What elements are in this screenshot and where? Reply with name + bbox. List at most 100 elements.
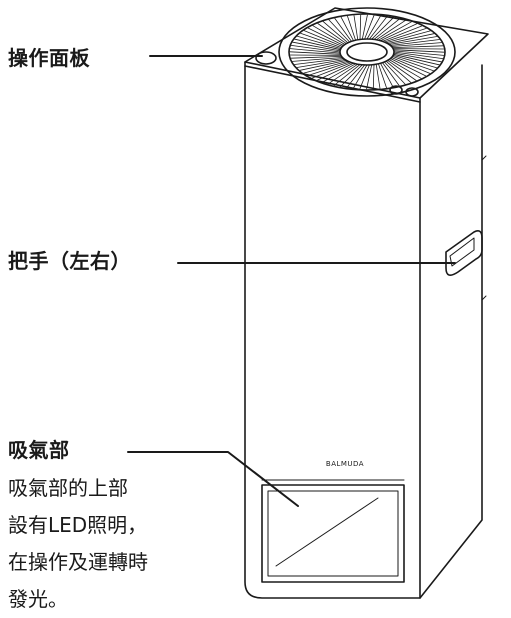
- fan-blade: [317, 23, 347, 44]
- fan-blade: [387, 60, 417, 81]
- fan-blade: [289, 51, 341, 55]
- fan-blade: [392, 55, 438, 69]
- fan-blade: [383, 61, 406, 85]
- fan-blade: [385, 30, 431, 44]
- fan-blade: [303, 60, 349, 74]
- fan-blade: [389, 58, 427, 77]
- fan-blade: [347, 15, 357, 41]
- control-button-right-2: [405, 87, 419, 97]
- fan-blade: [366, 64, 373, 90]
- intake-window-inner: [267, 490, 399, 577]
- purifier-top-front-edge: [244, 65, 421, 103]
- fan-blade: [316, 62, 354, 81]
- fan-blade: [294, 38, 341, 51]
- control-button-left: [255, 51, 277, 65]
- fan-blade: [375, 63, 381, 89]
- fan-blade: [391, 45, 444, 48]
- fan-blade: [385, 60, 412, 83]
- fan-blade: [393, 52, 442, 63]
- fan-blade: [340, 16, 354, 42]
- fan-blade: [368, 15, 388, 40]
- fan-blade: [375, 19, 407, 41]
- fan-blade: [393, 53, 440, 66]
- intake-description-line: 吸氣部的上部: [8, 476, 128, 500]
- fan-blade: [327, 63, 359, 85]
- fan-blade: [328, 19, 351, 43]
- fan-blade: [380, 62, 394, 88]
- fan-blade: [322, 21, 349, 44]
- fan-blade: [299, 60, 347, 71]
- fan-blade: [391, 57, 431, 74]
- fan-blade: [382, 62, 400, 86]
- fan-blade: [391, 42, 442, 47]
- fan-blade: [353, 15, 359, 41]
- fan-hub-inner: [346, 42, 388, 62]
- fan-blade: [393, 49, 445, 53]
- fan-blade: [322, 63, 357, 83]
- control-button-right-1: [389, 85, 403, 95]
- fan-blade: [359, 14, 362, 40]
- fan-blade: [346, 64, 366, 89]
- fan-blade: [366, 15, 382, 40]
- fan-blade: [380, 23, 418, 42]
- fan-blade: [292, 41, 341, 52]
- fan-blade: [393, 51, 444, 59]
- intake-window-glare: [275, 497, 379, 567]
- fan-blade: [289, 48, 341, 54]
- fan-blade: [296, 35, 342, 49]
- fan-blade: [300, 32, 343, 48]
- fan-blade: [371, 16, 395, 40]
- fan-blade: [333, 64, 361, 86]
- fan-blade: [339, 64, 363, 88]
- fan-blade: [387, 33, 435, 44]
- intake-description-line: 發光。: [8, 587, 68, 611]
- fan-blade: [388, 36, 438, 45]
- fan-blade: [307, 61, 351, 76]
- fan-blade: [352, 64, 368, 89]
- fan-blade: [334, 17, 352, 42]
- fan-blade: [391, 56, 434, 72]
- fan-blade: [383, 27, 427, 43]
- handle-recess: [445, 230, 483, 276]
- fan-blade: [377, 63, 387, 89]
- fan-blade: [303, 30, 343, 47]
- fan-blade: [294, 58, 345, 65]
- fan-inner-rim: [288, 13, 446, 91]
- intake-description: 吸氣部的上部 設有LED照明， 在操作及運轉時 發光。: [8, 470, 208, 618]
- purifier-top-outline: [244, 7, 489, 99]
- fan-blade: [361, 14, 368, 40]
- fan-blade: [382, 25, 423, 42]
- intake-description-line: 在操作及運轉時: [8, 550, 148, 574]
- leader-line-intake: [127, 451, 299, 507]
- fan-blade: [359, 64, 370, 90]
- label-operation-panel: 操作面板: [8, 46, 90, 70]
- fan-grille-blades: [289, 14, 445, 90]
- fan-blade: [307, 27, 345, 46]
- fan-outer-rim: [278, 7, 456, 97]
- side-seam-2: [481, 295, 487, 301]
- fan-blade: [377, 21, 412, 41]
- fan-blade: [290, 56, 343, 59]
- fan-blade: [373, 18, 401, 40]
- fan-blade: [388, 59, 422, 79]
- handle-recess-inner: [449, 237, 475, 267]
- fan-blade: [393, 50, 445, 56]
- fan-blade: [364, 14, 375, 40]
- intake-window: [261, 484, 405, 583]
- fan-blade: [372, 64, 375, 90]
- fan-blade: [389, 39, 440, 46]
- product-logo: BALMUDA: [326, 460, 364, 468]
- label-intake: 吸氣部: [8, 438, 70, 462]
- purifier-front-face: [244, 61, 421, 599]
- side-seam-1: [481, 155, 487, 161]
- fan-blade: [290, 45, 341, 53]
- purifier-side-face: [419, 64, 483, 599]
- label-handle: 把手（左右）: [8, 249, 131, 273]
- fan-blade: [296, 59, 346, 68]
- fan-blade: [311, 62, 352, 79]
- fan-blade: [292, 57, 343, 62]
- fan-blade: [312, 25, 346, 45]
- intake-description-line: 設有LED照明，: [8, 513, 148, 537]
